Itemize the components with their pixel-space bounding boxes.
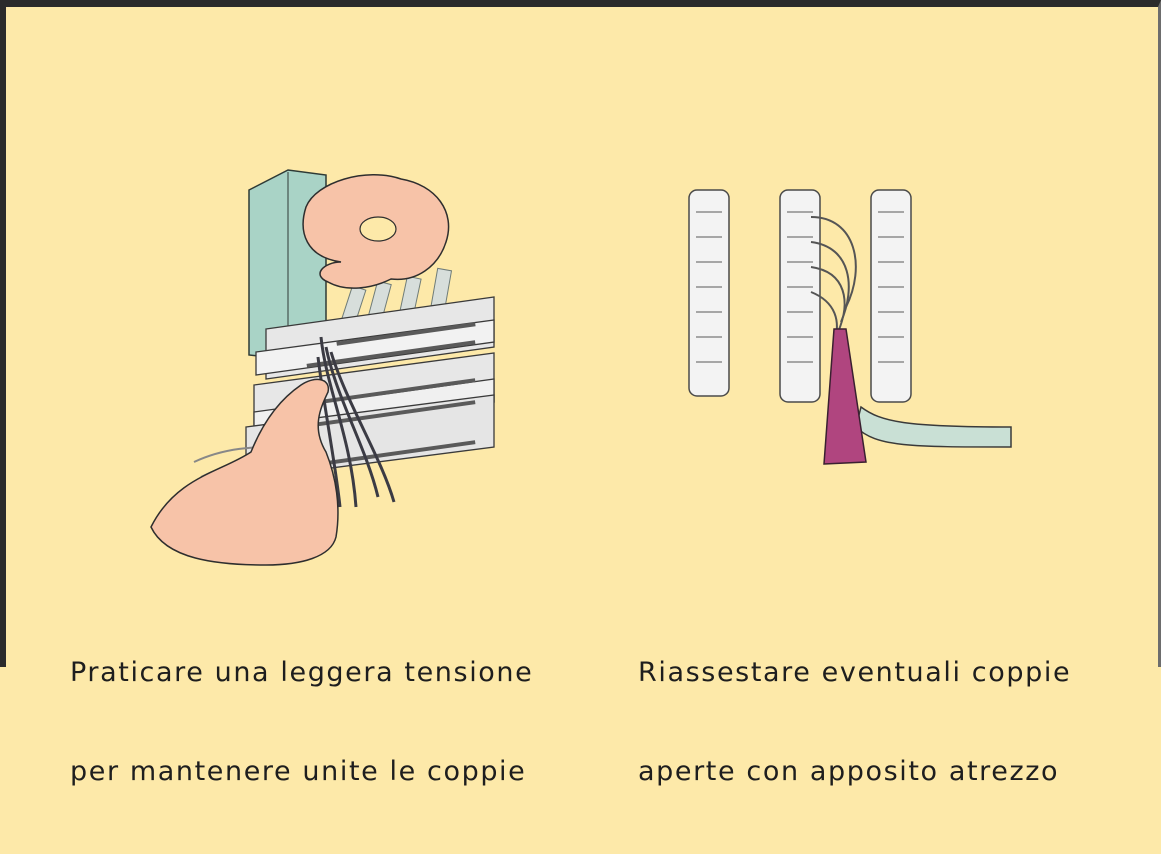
diagram-frame: Praticare una leggera tensione per mante… <box>0 0 1161 667</box>
illustrations <box>6 7 1161 674</box>
caption-right: Riassestare eventuali coppie aperte con … <box>638 590 1071 854</box>
terminal-column-3 <box>871 190 911 402</box>
terminal-column-2 <box>780 190 820 402</box>
caption-right-line-1: Riassestare eventuali coppie <box>638 656 1071 689</box>
caption-left-line-2: per mantenere unite le coppie <box>70 755 533 788</box>
left-illustration <box>151 170 494 565</box>
caption-left: Praticare una leggera tensione per mante… <box>70 590 533 854</box>
right-illustration <box>689 190 1011 464</box>
caption-right-line-2: aperte con apposito atrezzo <box>638 755 1071 788</box>
hand-hole <box>360 217 396 241</box>
insertion-tool <box>824 329 866 464</box>
terminal-column-1 <box>689 190 729 396</box>
incoming-cable <box>856 407 1011 447</box>
caption-left-line-1: Praticare una leggera tensione <box>70 656 533 689</box>
lower-hand <box>151 379 338 565</box>
